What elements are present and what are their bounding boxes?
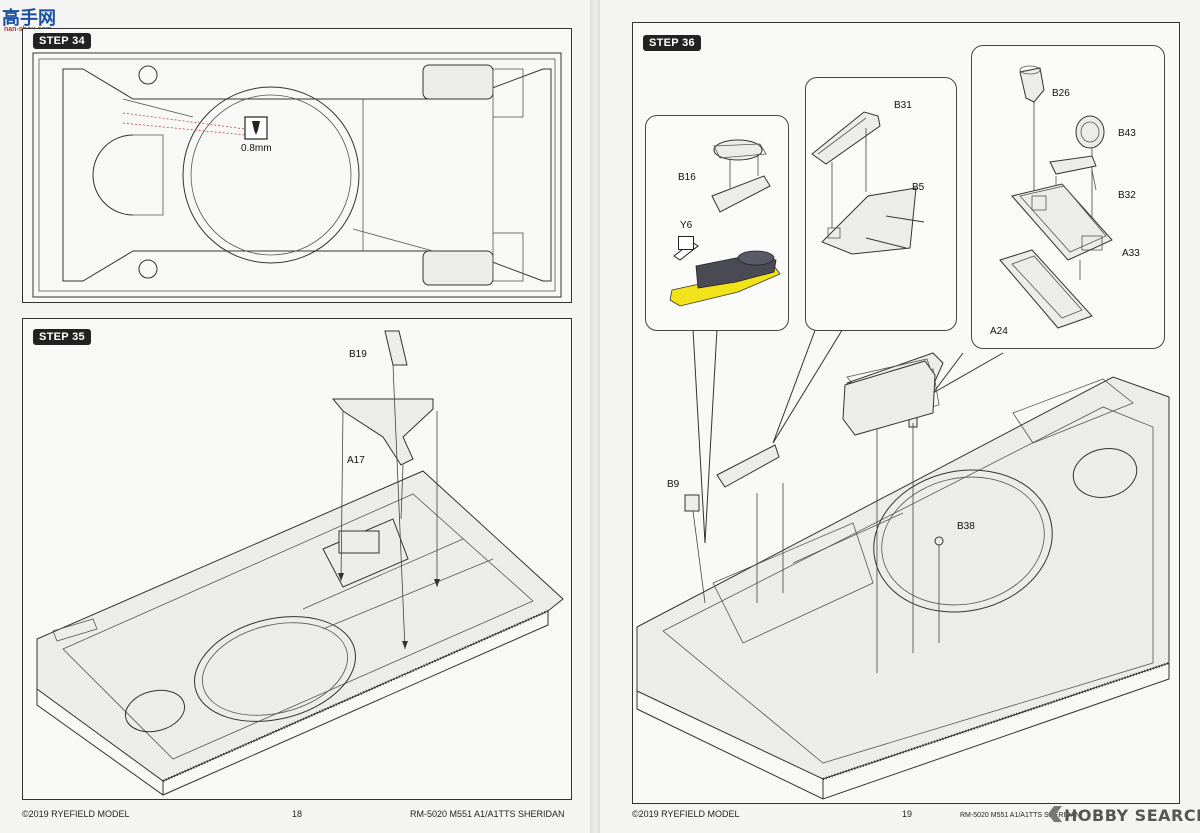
part-b31-label: B31 (894, 100, 912, 111)
step34-tag: STEP 34 (33, 33, 91, 49)
part-b26-label: B26 (1052, 88, 1070, 99)
right-footer-product: RM-5020 M551 A1/A1TTS SHERIDAN (960, 812, 1081, 819)
part-b43-label: B43 (1118, 128, 1136, 139)
callout-b31-b5: B31 B5 (805, 77, 957, 331)
step35-panel: STEP 35 B19 A17 (22, 318, 572, 800)
hobbysearch-text: HOBBY SEARCH (1064, 806, 1200, 825)
step35-tag: STEP 35 (33, 329, 91, 345)
right-footer-page-number: 19 (902, 809, 913, 819)
step35-hull-isometric (36, 330, 564, 796)
left-footer-product: RM-5020 M551 A1/A1TTS SHERIDAN (410, 809, 565, 819)
step36-hull-isometric (636, 308, 1170, 800)
cement-icon (678, 236, 694, 250)
drill-size-label: 0.8mm (241, 143, 272, 154)
part-b16-label: B16 (678, 172, 696, 183)
part-b19-label: B19 (349, 349, 367, 360)
hobbysearch-logo-icon (1048, 806, 1062, 822)
step34-panel: STEP 34 0.8mm (22, 28, 572, 303)
left-footer-page-number: 18 (292, 809, 303, 819)
part-b38-label: B38 (957, 521, 975, 532)
watermark-chars: 高手网 (2, 8, 56, 29)
callout-b16-y6: B16 Y6 (645, 115, 789, 331)
left-footer-copyright: ©2019 RYEFIELD MODEL (22, 809, 130, 819)
right-footer-copyright: ©2019 RYEFIELD MODEL (632, 809, 740, 819)
drill-icon (244, 116, 268, 140)
hobbysearch-watermark: HOBBY SEARCH (1046, 804, 1200, 828)
step36-panel: STEP 36 (632, 22, 1180, 804)
part-b5-label: B5 (912, 182, 925, 193)
step36-tag: STEP 36 (643, 35, 701, 51)
callout-b26-b43-b32-a33-a24: B26 B43 B32 A33 A24 (971, 45, 1165, 349)
part-b32-label: B32 (1118, 190, 1136, 201)
part-b9-label: B9 (667, 479, 680, 490)
book-spine (590, 0, 600, 833)
part-a33-label: A33 (1122, 248, 1140, 259)
part-y6-label: Y6 (680, 220, 693, 231)
step34-hull-topview (32, 52, 562, 298)
part-a24-label: A24 (990, 326, 1008, 337)
part-a17-label: A17 (347, 455, 365, 466)
